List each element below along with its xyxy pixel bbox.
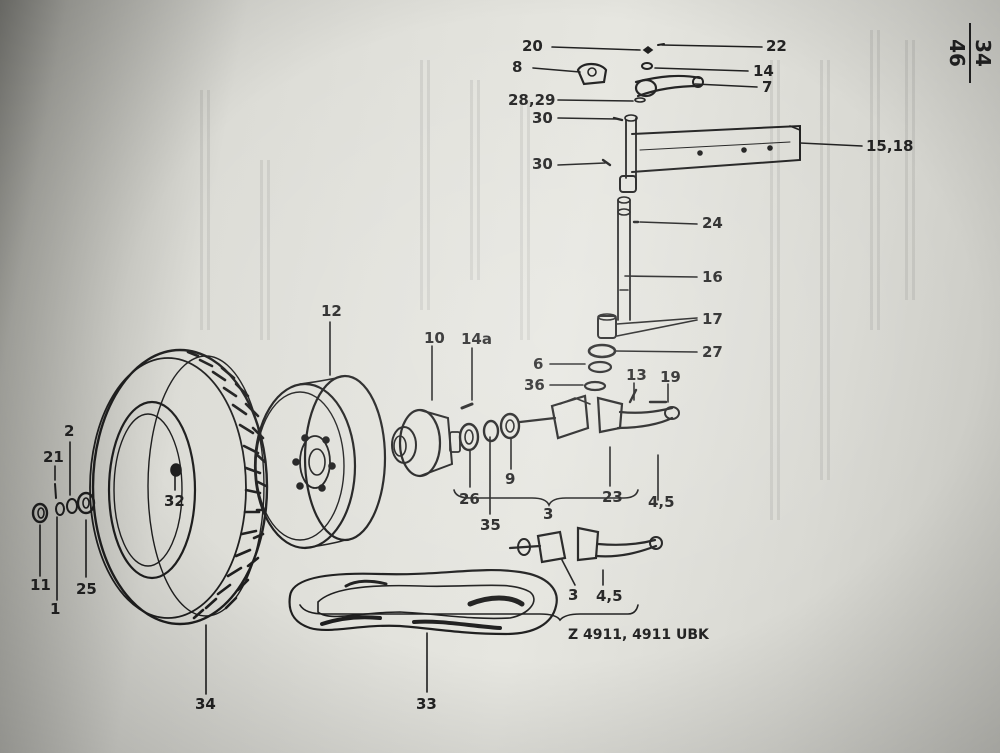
page-number: 34 46 xyxy=(925,23,995,83)
callout-30-lower: 30 xyxy=(532,155,553,173)
callout-15-18: 15,18 xyxy=(866,137,914,155)
steering-arm xyxy=(596,388,680,434)
callout-16: 16 xyxy=(702,268,723,286)
wheel-hub xyxy=(391,402,474,478)
page-number-denominator: 46 xyxy=(945,39,969,67)
callout-17: 17 xyxy=(702,310,723,328)
axle-beam xyxy=(601,114,801,193)
callout-30-upper: 30 xyxy=(532,109,553,127)
bushes xyxy=(583,220,640,392)
wheel-rim xyxy=(253,374,387,550)
callout-14: 14 xyxy=(753,62,774,80)
callout-10: 10 xyxy=(424,329,445,347)
callout-24: 24 xyxy=(702,214,723,232)
bearings-and-seals xyxy=(458,412,521,452)
inner-tube xyxy=(288,568,558,636)
callout-22: 22 xyxy=(766,37,787,55)
callout-9: 9 xyxy=(505,470,516,488)
callout-6: 6 xyxy=(533,355,544,373)
king-pin xyxy=(617,196,631,321)
callout-20: 20 xyxy=(522,37,543,55)
stub-axle xyxy=(518,394,591,440)
leader-lines xyxy=(39,44,863,695)
callout-26: 26 xyxy=(459,490,480,508)
callout-1: 1 xyxy=(50,600,61,618)
callout-4-5-lower: 4,5 xyxy=(596,587,623,605)
callout-35: 35 xyxy=(480,516,501,534)
callout-14a: 14a xyxy=(461,330,492,348)
callout-36: 36 xyxy=(524,376,545,394)
callout-11: 11 xyxy=(30,576,51,594)
alternative-stub-axle xyxy=(508,530,567,564)
alternative-steering-arm xyxy=(576,526,663,562)
callout-12: 12 xyxy=(321,302,342,320)
callout-34: 34 xyxy=(195,695,216,713)
callout-2: 2 xyxy=(64,422,75,440)
callout-3-lower: 3 xyxy=(568,586,579,604)
callout-4-5-upper: 4,5 xyxy=(648,493,675,511)
callout-19: 19 xyxy=(660,368,681,386)
callout-28-29: 28,29 xyxy=(508,91,556,109)
callout-7: 7 xyxy=(762,78,773,96)
hub-cap-parts xyxy=(31,483,96,524)
callout-21: 21 xyxy=(43,448,64,466)
callout-13: 13 xyxy=(626,366,647,384)
callout-25: 25 xyxy=(76,580,97,598)
callout-27: 27 xyxy=(702,343,723,361)
steering-lever xyxy=(634,43,704,103)
page-number-numerator: 34 xyxy=(969,23,995,83)
lever-cover xyxy=(576,62,608,86)
callout-32: 32 xyxy=(164,492,185,510)
model-caption: Z 4911, 4911 UBK xyxy=(568,627,709,643)
callout-33: 33 xyxy=(416,695,437,713)
callout-23: 23 xyxy=(602,488,623,506)
callout-3-upper: 3 xyxy=(543,505,554,523)
tyre xyxy=(89,348,269,626)
callout-8: 8 xyxy=(512,58,523,76)
